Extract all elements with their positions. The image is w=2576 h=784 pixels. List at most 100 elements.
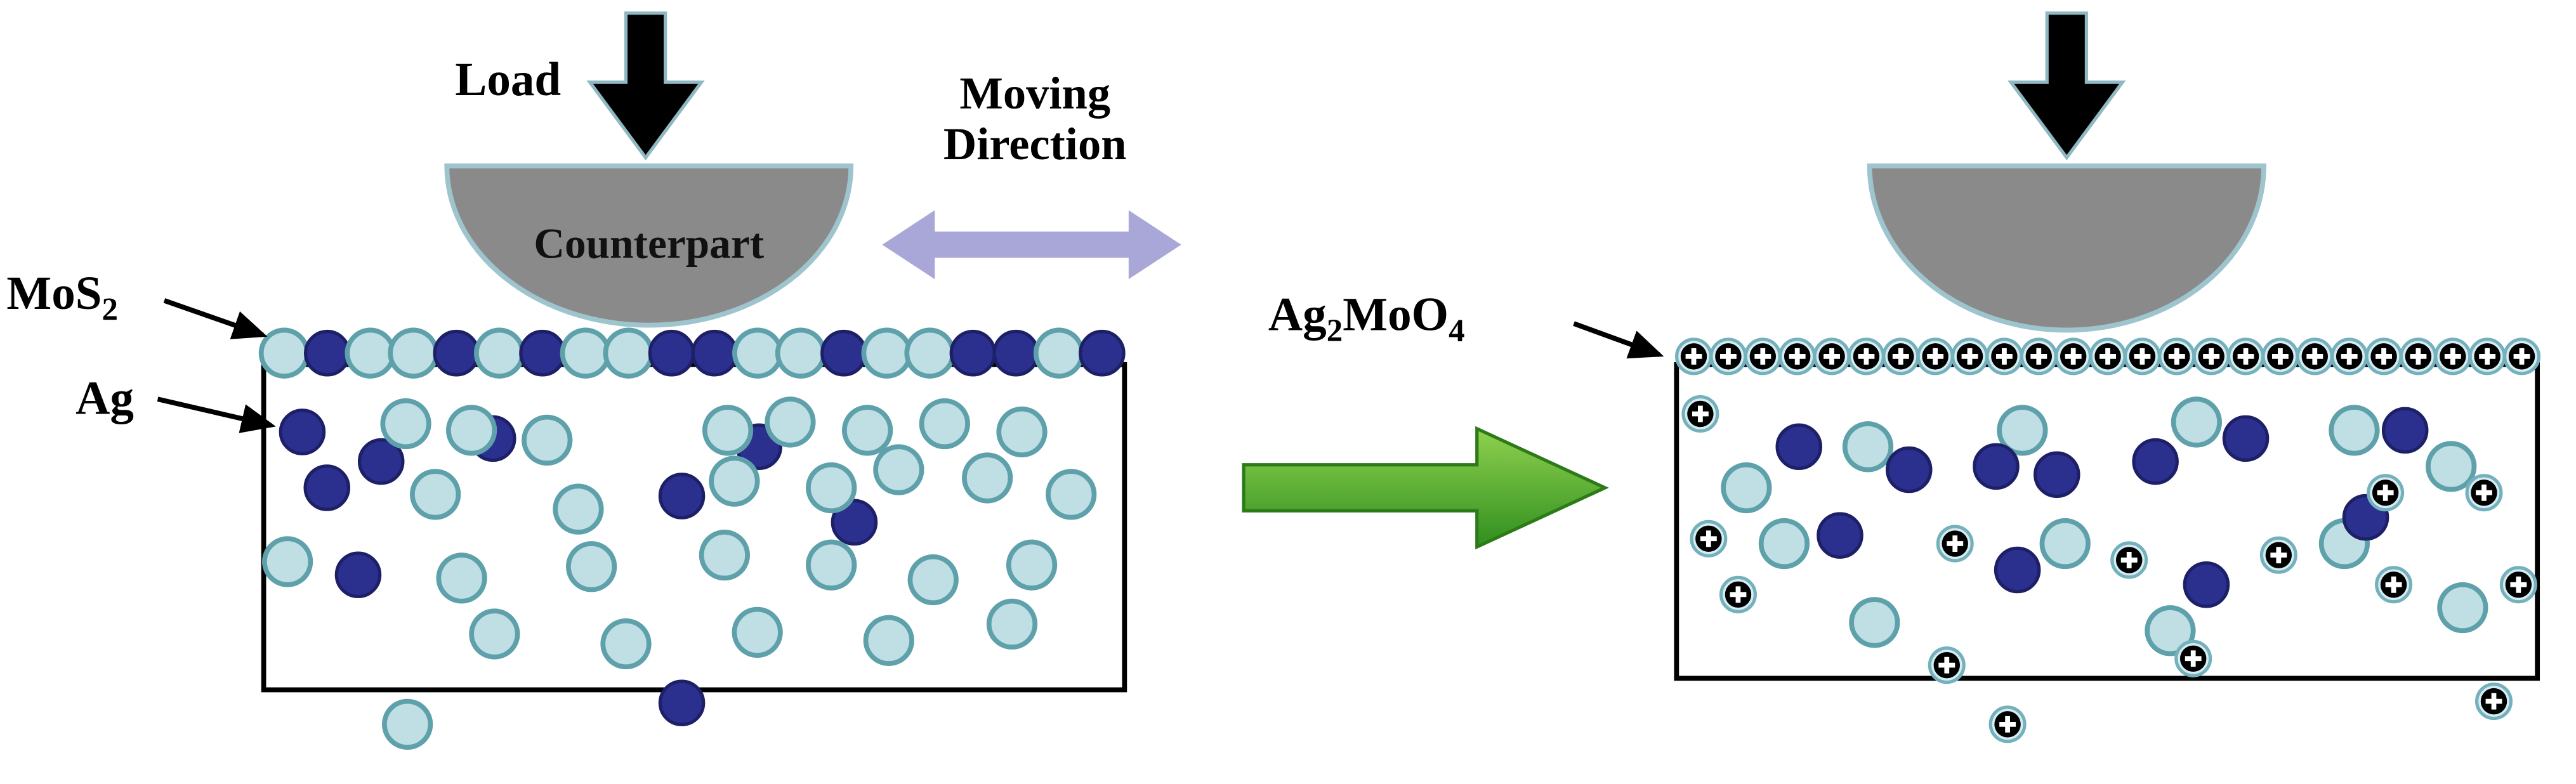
- mos2-particle: [806, 462, 857, 514]
- mos2-particle: [699, 530, 751, 581]
- agmoo4-particle: [1719, 575, 1757, 613]
- ag-particle: [2132, 438, 2179, 485]
- ag-particle: [1775, 423, 1823, 471]
- agmoo4-particle: [1988, 705, 2027, 743]
- mos2-particle: [986, 598, 1038, 650]
- mos2-particle: [765, 396, 816, 448]
- agmoo4-particle: [2227, 337, 2265, 376]
- mos2-particle: [732, 327, 784, 379]
- ag-particle: [2222, 415, 2270, 462]
- right-particles: [1681, 395, 2537, 743]
- agmoo4-particle: [2365, 337, 2403, 376]
- mos2-particle: [2039, 518, 2091, 570]
- mos2-particle: [863, 615, 914, 666]
- agmoo4-particle: [2192, 337, 2230, 376]
- agmoo4-particle: [1936, 525, 1974, 563]
- counterpart-label: Counterpart: [534, 219, 765, 268]
- agmoo4-particle: [2499, 566, 2537, 604]
- mos2-particle: [709, 455, 760, 507]
- mos2-particle: [600, 618, 652, 670]
- mos2-particle: [702, 405, 754, 456]
- agmoo4-particle: [2296, 337, 2334, 376]
- agmoo4-particle: [2468, 337, 2506, 376]
- agmoo4-particle: [2375, 566, 2413, 604]
- agmoo4-particle: [1744, 337, 1782, 376]
- mos2-particle: [445, 405, 497, 456]
- mos2-particle: [1033, 327, 1085, 379]
- right-top-row: [1675, 337, 2541, 376]
- agmoo4-label-subscript2: 4: [1449, 313, 1465, 350]
- ag-particle: [691, 329, 739, 377]
- ag-particle: [658, 679, 706, 726]
- agmoo4-particle: [2174, 639, 2212, 677]
- ag-particle: [658, 473, 706, 519]
- mos2-particle: [732, 606, 783, 658]
- counterpart-left: [444, 163, 854, 328]
- agmoo4-label-subscript1: 2: [1326, 313, 1343, 350]
- ag-particle: [2381, 407, 2429, 454]
- agmoo4-label: Ag2MoO4: [1268, 289, 1465, 348]
- agmoo4-particle: [2054, 337, 2093, 376]
- mos2-particle: [2329, 405, 2380, 456]
- mos2-particle: [2171, 396, 2223, 448]
- ag-particle: [992, 329, 1039, 377]
- ag-particle: [304, 329, 351, 377]
- counterpart-right: [1867, 163, 2266, 333]
- agmoo4-particle: [2367, 474, 2405, 512]
- agmoo4-particle: [2110, 541, 2148, 579]
- agmoo4-particle: [2434, 337, 2472, 376]
- left-particles: [261, 396, 1097, 750]
- agmoo4-particle: [1813, 337, 1851, 376]
- mos2-particle: [2145, 605, 2196, 657]
- agmoo4-particle: [1709, 337, 1747, 376]
- agmoo4-particle: [1690, 519, 1728, 558]
- agmoo4-particle: [1916, 337, 1954, 376]
- mos2-particle: [907, 554, 959, 606]
- ag-particle: [648, 329, 695, 377]
- agmoo4-pointer-arrow: [1573, 321, 1664, 359]
- moving-direction-line2: Direction: [943, 120, 1127, 172]
- ag-pointer-arrow: [157, 396, 276, 433]
- mos2-particle: [566, 541, 617, 592]
- load-label: Load: [455, 54, 562, 107]
- ag-label: Ag: [76, 372, 134, 426]
- mos2-particle: [873, 444, 924, 495]
- ag-particle: [1994, 546, 2041, 594]
- mos2-label-text: MoS: [6, 268, 102, 320]
- mos2-particle: [1721, 462, 1772, 514]
- mos2-particle: [996, 406, 1048, 458]
- agmoo4-particle: [2259, 536, 2297, 574]
- ag-particle: [2183, 561, 2230, 608]
- mos2-particle: [261, 536, 313, 587]
- agmoo4-label-text1: Ag: [1268, 289, 1327, 342]
- agmoo4-particle: [2475, 683, 2513, 721]
- agmoo4-particle: [2261, 337, 2299, 376]
- agmoo4-particle: [1681, 395, 1719, 433]
- moving-direction-line1: Moving: [959, 69, 1111, 121]
- ag-particle: [303, 464, 351, 511]
- agmoo4-particle: [1928, 646, 1966, 684]
- agmoo4-label-text2: MoO: [1343, 289, 1449, 342]
- ag-particle: [1817, 512, 1863, 559]
- agmoo4-particle: [2123, 337, 2161, 376]
- mos2-particle: [2437, 582, 2488, 634]
- agmoo4-particle: [2399, 337, 2437, 376]
- mos2-particle: [474, 327, 525, 379]
- mos2-particle: [1046, 469, 1097, 520]
- agmoo4-particle: [1778, 337, 1817, 376]
- mos2-particle: [258, 327, 310, 379]
- agmoo4-particle: [1847, 337, 1885, 376]
- ag-particle: [831, 499, 878, 546]
- mos2-particle: [904, 327, 956, 379]
- mos2-particle: [1758, 518, 1810, 570]
- agmoo4-particle: [2089, 337, 2127, 376]
- ag-particle: [279, 408, 326, 455]
- mos2-particle: [388, 327, 439, 379]
- mos2-particle: [522, 414, 573, 466]
- load-arrow-left: [586, 11, 705, 160]
- agmoo4-particle: [1951, 337, 1989, 376]
- mos2-particle: [345, 327, 396, 379]
- ag-particle: [334, 551, 382, 599]
